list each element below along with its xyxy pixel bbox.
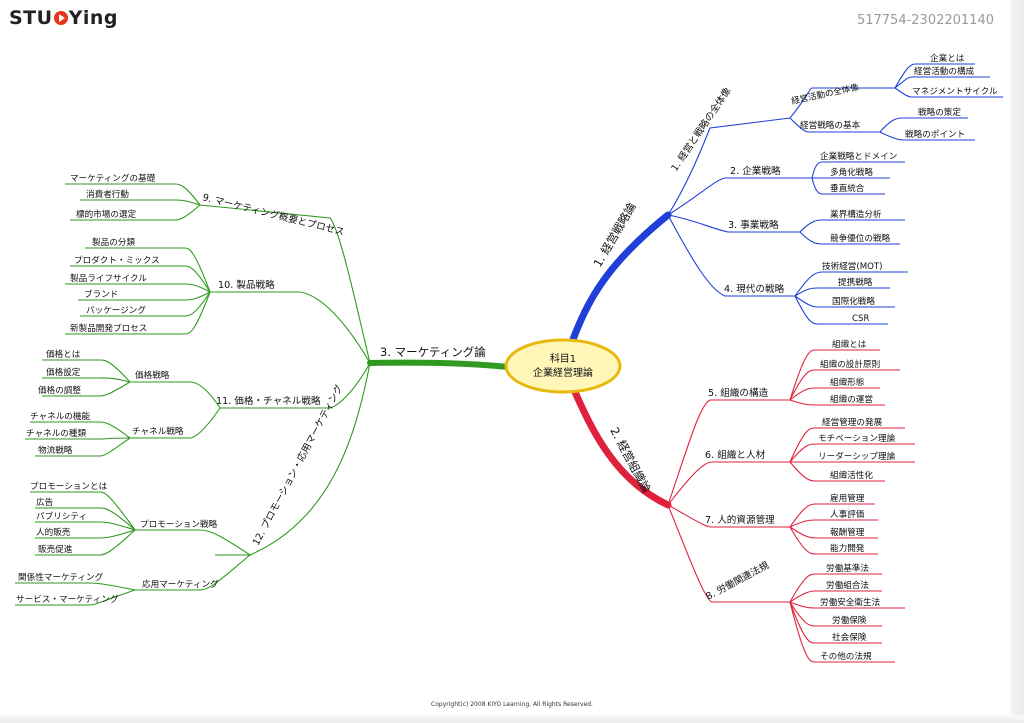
leaf-l11b2: チャネルの種類 (26, 428, 86, 439)
branch-6-label: 6. 組織と人材 (705, 449, 766, 461)
leaf-l1a3: マネジメントサイクル (912, 86, 998, 97)
leaf-l6-1: 経営管理の発展 (822, 416, 883, 428)
leaf-l2-3: 垂直統合 (830, 182, 865, 194)
blue-branches (667, 63, 1003, 325)
leaf-l12a2: 広告 (36, 496, 54, 508)
leaf-l6-4: 組織活性化 (830, 469, 873, 481)
leaf-l8-6: その他の法規 (820, 650, 872, 662)
branch-10-label: 10. 製品戦略 (218, 279, 275, 291)
branch-2-label: 2. 企業戦略 (730, 165, 781, 177)
leaf-l12a4: 人的販売 (36, 526, 71, 538)
play-icon (53, 11, 68, 25)
leaf-l8-4: 労働保険 (832, 614, 867, 626)
leaf-l7-4: 能力開発 (830, 542, 865, 554)
main-branch-green-line (367, 359, 511, 370)
leaf-l9-1: マーケティングの基礎 (70, 172, 156, 184)
sub-12a-label: プロモーション戦略 (140, 518, 218, 530)
document-id: 517754-2302201140 (856, 13, 994, 28)
leaf-l4-1: 技術経営(MOT) (822, 260, 883, 272)
leaf-l2-2: 多角化戦略 (830, 166, 873, 178)
main-branch-red-line (571, 388, 672, 509)
leaf-l8-1: 労働基準法 (826, 562, 869, 574)
branch-1-label: 1. 経営と戦略の全体像 (669, 85, 734, 174)
leaf-l8-3: 労働安全衛生法 (820, 596, 881, 608)
green-branches (15, 183, 371, 606)
leaf-l10-1: 製品の分類 (92, 236, 135, 248)
leaf-l10-2: プロダクト・ミックス (74, 254, 160, 266)
studying-logo: STU Ying (9, 7, 118, 29)
leaf-l8-5: 社会保険 (832, 631, 867, 643)
page-bottom-shadow (0, 715, 1024, 723)
leaf-l11b3: 物流戦略 (38, 444, 73, 456)
leaf-l11a3: 価格の調整 (38, 384, 81, 396)
leaf-l6-3: リーダーシップ理論 (818, 450, 896, 462)
leaf-l10-6: 新製品開発プロセス (70, 322, 147, 334)
leaf-l4-3: 国際化戦略 (832, 295, 875, 307)
leaf-l1a2: 経営活動の構成 (914, 65, 975, 77)
page-edge-shadow (1010, 0, 1024, 723)
leaf-l1b2: 戦略のポイント (905, 128, 965, 140)
leaf-l10-3: 製品ライフサイクル (70, 272, 147, 284)
sub-12b-label: 応用マーケティング (142, 578, 219, 590)
sub-11b-label: チャネル戦略 (132, 425, 184, 437)
branch-4-label: 4. 現代の戦略 (724, 283, 785, 295)
leaf-l2-1: 企業戦略とドメイン (820, 150, 897, 162)
main-branch-blue-line (568, 211, 672, 346)
red-branches (667, 349, 915, 663)
center-node (504, 338, 622, 394)
branch-5-label: 5. 組織の構造 (708, 387, 769, 399)
sub-1b-label: 経営戦略の基本 (800, 119, 861, 131)
leaf-l10-5: パッケージング (86, 304, 146, 316)
branch-7-label: 7. 人的資源管理 (705, 514, 775, 526)
logo-text-right: Ying (68, 7, 118, 29)
leaf-l4-2: 提携戦略 (838, 276, 873, 288)
leaf-l12a1: プロモーションとは (30, 481, 108, 492)
leaf-l12b2: サービス・マーケティング (16, 593, 119, 605)
main-label-strategy: 1. 経営戦略論 (590, 200, 638, 270)
branch-3-label: 3. 事業戦略 (728, 219, 779, 231)
sub-11a-label: 価格戦略 (135, 369, 170, 381)
center-title: 科目1 (550, 352, 576, 365)
leaf-l5-3: 組織形態 (830, 376, 865, 388)
leaf-l8-2: 労働組合法 (826, 579, 869, 591)
sub-1a-label: 経営活動の全体像 (790, 81, 860, 107)
leaf-l9-3: 標的市場の選定 (76, 208, 137, 220)
leaf-l11b1: チャネルの機能 (30, 410, 90, 422)
leaf-l3-1: 業界構造分析 (830, 208, 882, 220)
logo-text-left: STU (9, 7, 53, 29)
leaf-l11a2: 価格設定 (46, 366, 81, 378)
leaf-l7-2: 人事評価 (830, 508, 865, 520)
center-subtitle: 企業経営理論 (533, 366, 593, 379)
leaf-l5-2: 組織の設計原則 (820, 358, 880, 370)
leaf-l1b1: 戦略の策定 (918, 106, 961, 118)
leaf-l4-4: CSR (852, 314, 869, 324)
branch-9-label: 9. マーケティング概要とプロセス (201, 191, 345, 238)
leaf-l12a5: 販売促進 (38, 543, 73, 555)
main-label-marketing: 3. マーケティング論 (380, 345, 486, 359)
leaf-l11a1: 価格とは (46, 348, 81, 360)
copyright-text: Copyright(c) 2008 KIYO Learning, All Rig… (431, 701, 593, 708)
leaf-l12a3: パブリシティ (36, 510, 87, 522)
branch-11-label: 11. 価格・チャネル戦略 (216, 395, 321, 407)
leaf-l1a1: 企業とは (930, 52, 965, 64)
leaf-l7-3: 報酬管理 (830, 526, 865, 538)
leaf-l5-4: 組織の運営 (830, 393, 873, 405)
leaf-l10-4: ブランド (84, 288, 118, 300)
leaf-l6-2: モチベーション理論 (818, 432, 896, 444)
leaf-l3-2: 競争優位の戦略 (830, 232, 891, 244)
branch-8-label: 8. 労働関連法規 (704, 559, 772, 603)
leaf-l9-2: 消費者行動 (86, 188, 129, 200)
leaf-l12b1: 関係性マーケティング (18, 571, 104, 583)
leaf-l7-1: 雇用管理 (830, 492, 865, 504)
leaf-l5-1: 組織とは (832, 338, 867, 350)
